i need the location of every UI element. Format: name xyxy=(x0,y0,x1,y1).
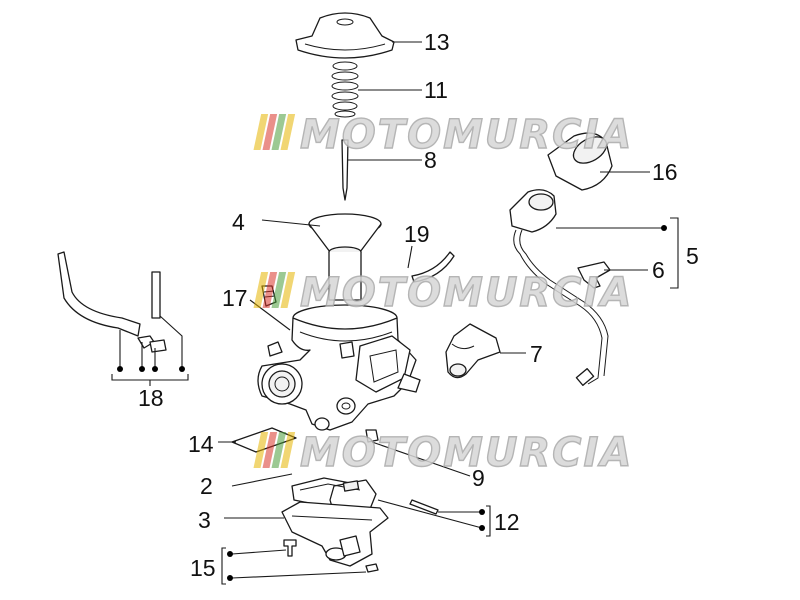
marker-dot xyxy=(139,366,145,372)
watermark-stripe xyxy=(253,114,269,150)
watermark-logo: MOTOMURCIA xyxy=(253,429,633,477)
watermark-text: MOTOMURCIA xyxy=(300,430,633,476)
marker-dot xyxy=(227,575,233,581)
callout-9: 9 xyxy=(472,465,485,491)
leader-4 xyxy=(261,219,321,227)
watermark-stripe xyxy=(271,432,287,468)
marker-dot xyxy=(179,366,185,372)
part-thermo-starter xyxy=(445,323,501,379)
watermark-text: MOTOMURCIA xyxy=(300,270,633,316)
marker-dot xyxy=(152,366,158,372)
callout-14: 14 xyxy=(188,431,214,457)
part-small-jet xyxy=(365,429,379,443)
part-carburetor-body xyxy=(257,304,421,431)
callout-5: 5 xyxy=(686,243,699,269)
watermark-stripe xyxy=(280,114,296,150)
part-bowl-screws xyxy=(283,539,379,573)
part-starter-valve xyxy=(509,189,609,386)
callout-17: 17 xyxy=(222,285,248,311)
marker-dot xyxy=(227,551,233,557)
watermark-stripe xyxy=(253,272,269,308)
callout-13: 13 xyxy=(424,29,450,55)
callout-7: 7 xyxy=(530,341,543,367)
leader-2 xyxy=(231,473,293,487)
bracket-12 xyxy=(486,505,491,537)
part-diaphragm-piston xyxy=(308,213,382,301)
leader-19 xyxy=(407,245,413,269)
watermark-logo: MOTOMURCIA xyxy=(253,269,633,317)
part-hoses xyxy=(57,251,167,353)
part-small-hose xyxy=(411,251,455,283)
bracket-18 xyxy=(111,374,189,386)
part-clip xyxy=(577,261,611,289)
part-needle xyxy=(341,139,349,201)
watermark-stripe xyxy=(262,432,278,468)
callout-6: 6 xyxy=(652,257,665,283)
part-float-bowl xyxy=(281,501,389,567)
callout-2: 2 xyxy=(200,473,213,499)
callout-4: 4 xyxy=(232,209,245,235)
part-float xyxy=(291,477,377,521)
callout-11: 11 xyxy=(424,77,448,103)
watermark-stripe xyxy=(280,272,296,308)
callout-8: 8 xyxy=(424,147,437,173)
callout-19: 19 xyxy=(404,221,430,247)
marker-dot xyxy=(661,225,667,231)
marker-dot xyxy=(479,525,485,531)
watermark-text: MOTOMURCIA xyxy=(300,112,633,158)
part-pin xyxy=(409,499,439,515)
marker-dot xyxy=(117,366,123,372)
watermark-stripe xyxy=(271,114,287,150)
callout-18: 18 xyxy=(138,385,164,411)
bracket-15 xyxy=(221,547,226,585)
leader-15b xyxy=(231,571,367,579)
watermark-stripe xyxy=(262,114,278,150)
part-sleeve xyxy=(547,132,613,191)
callout-16: 16 xyxy=(652,159,678,185)
watermark-stripe xyxy=(262,272,278,308)
watermark-stripe xyxy=(271,272,287,308)
marker-dot xyxy=(479,509,485,515)
leader-9 xyxy=(371,441,471,477)
leader-15a xyxy=(231,549,287,555)
part-top-cover xyxy=(295,12,395,59)
bracket-5 xyxy=(670,217,679,289)
callout-12: 12 xyxy=(494,509,520,535)
watermark-stripe xyxy=(280,432,296,468)
callout-15: 15 xyxy=(190,555,216,581)
leader-12b xyxy=(377,499,483,529)
watermark-logo: MOTOMURCIA xyxy=(253,111,633,159)
part-spring xyxy=(331,61,359,118)
watermark-stripe xyxy=(253,432,269,468)
callout-3: 3 xyxy=(198,507,211,533)
leaders-18 xyxy=(119,315,183,368)
